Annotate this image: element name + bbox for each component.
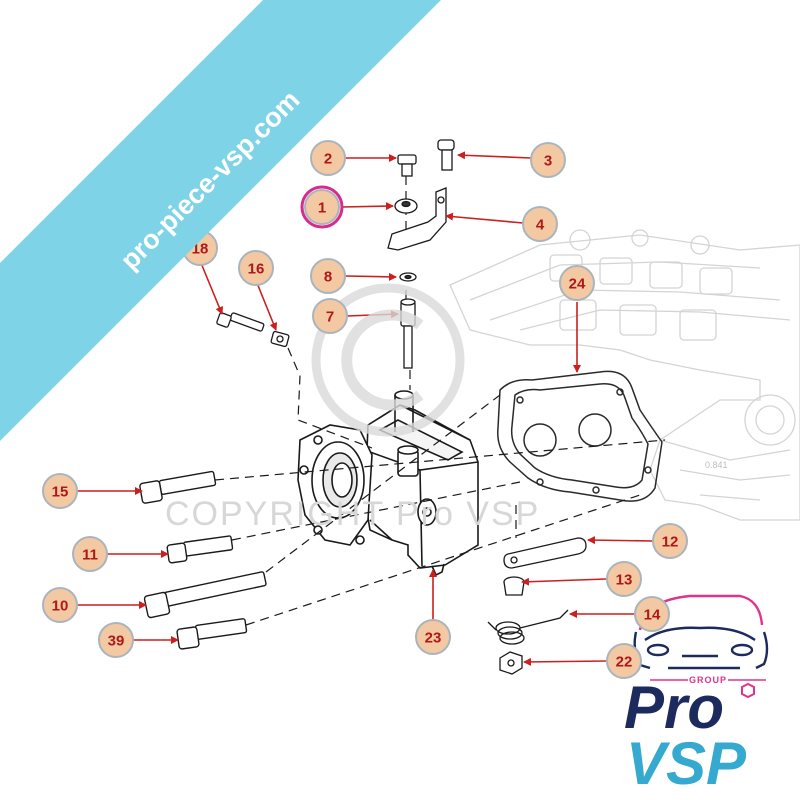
callout-bubble xyxy=(606,561,642,597)
callout-16: 16 xyxy=(238,250,274,286)
brand-pro-text: Pro xyxy=(624,674,724,741)
callout-label: 2 xyxy=(324,151,332,168)
callout-15: 15 xyxy=(42,473,78,509)
callout-bubble xyxy=(42,473,78,509)
callout-bubble xyxy=(238,250,274,286)
lever-part-4 xyxy=(387,187,447,251)
callout-label: 24 xyxy=(569,276,586,293)
leader-arrows xyxy=(78,151,653,666)
callout-bubble xyxy=(304,189,340,225)
gasket-part xyxy=(497,370,663,502)
callout-13: 13 xyxy=(606,561,642,597)
callout-2: 2 xyxy=(310,140,346,176)
callout-bubble xyxy=(310,258,346,294)
callout-label: 10 xyxy=(52,598,69,615)
bush-part-13 xyxy=(503,576,525,596)
engine-block-background: 0.841 xyxy=(449,229,800,521)
callout-bubble xyxy=(72,536,108,572)
callout-label: 39 xyxy=(108,633,125,650)
callout-label: 11 xyxy=(82,547,98,564)
bolt-15 xyxy=(139,470,217,504)
callout-11: 11 xyxy=(72,536,108,572)
provsp-logo: GROUP Pro VSP xyxy=(624,594,769,797)
hexagon-icon xyxy=(741,682,755,699)
callout-39: 39 xyxy=(98,622,134,658)
callout-23: 23 xyxy=(415,619,451,655)
bolt-10 xyxy=(143,571,267,619)
callout-label: 7 xyxy=(326,309,334,326)
highlight-ring xyxy=(300,185,344,229)
spring-part-14 xyxy=(487,609,569,645)
callout-bubble xyxy=(415,619,451,655)
callout-14: 14 xyxy=(634,596,670,632)
callout-bubble xyxy=(98,622,134,658)
callout-label: 16 xyxy=(248,261,265,278)
callout-bubble xyxy=(634,596,670,632)
bolt-39 xyxy=(176,618,248,650)
svg-text:0.841: 0.841 xyxy=(705,460,728,470)
nut-part-16 xyxy=(270,330,290,348)
watermark-text: COPYRIGHT Pro VSP xyxy=(165,495,540,533)
shaft-part-7 xyxy=(400,298,416,369)
callout-7: 7 xyxy=(312,298,348,334)
website-banner: pro-piece-vsp.com xyxy=(0,0,441,441)
callout-12: 12 xyxy=(652,523,688,559)
bolt-11 xyxy=(166,535,234,564)
callout-label: 23 xyxy=(425,630,442,647)
callout-label: 3 xyxy=(544,153,552,170)
callout-label: 13 xyxy=(616,572,633,589)
brand-group-text: GROUP xyxy=(689,675,727,685)
clip-part-8 xyxy=(399,272,417,282)
copyright-watermark: COPYRIGHT Pro VSP xyxy=(165,283,540,533)
callout-4: 4 xyxy=(522,206,558,242)
callout-bubble xyxy=(42,587,78,623)
callout-3: 3 xyxy=(530,142,566,178)
callout-label: 1 xyxy=(318,200,326,217)
callout-1: 1 xyxy=(300,185,344,229)
bolt-part-3 xyxy=(437,139,455,171)
housing-part xyxy=(297,390,479,577)
callout-label: 15 xyxy=(52,484,69,501)
callout-22: 22 xyxy=(606,643,642,679)
callout-bubble xyxy=(312,298,348,334)
callout-label: 12 xyxy=(662,534,679,551)
callout-bubble xyxy=(652,523,688,559)
callout-8: 8 xyxy=(310,258,346,294)
callout-label: 4 xyxy=(536,217,545,234)
callout-label: 22 xyxy=(616,654,633,671)
screw-part-2 xyxy=(397,154,417,177)
callout-bubble xyxy=(522,206,558,242)
callout-bubble xyxy=(310,140,346,176)
nut-part-22 xyxy=(499,651,523,675)
callout-label: 14 xyxy=(644,607,661,624)
callout-bubble xyxy=(606,643,642,679)
callout-label: 8 xyxy=(324,269,332,286)
bolt-part-18 xyxy=(216,312,265,332)
washer-part-1 xyxy=(394,198,418,214)
callout-24: 24 xyxy=(559,265,595,301)
callout-bubble xyxy=(530,142,566,178)
link-part-12 xyxy=(503,537,587,569)
callout-10: 10 xyxy=(42,587,78,623)
brand-vsp-text: VSP xyxy=(626,730,747,797)
callout-bubble xyxy=(559,265,595,301)
